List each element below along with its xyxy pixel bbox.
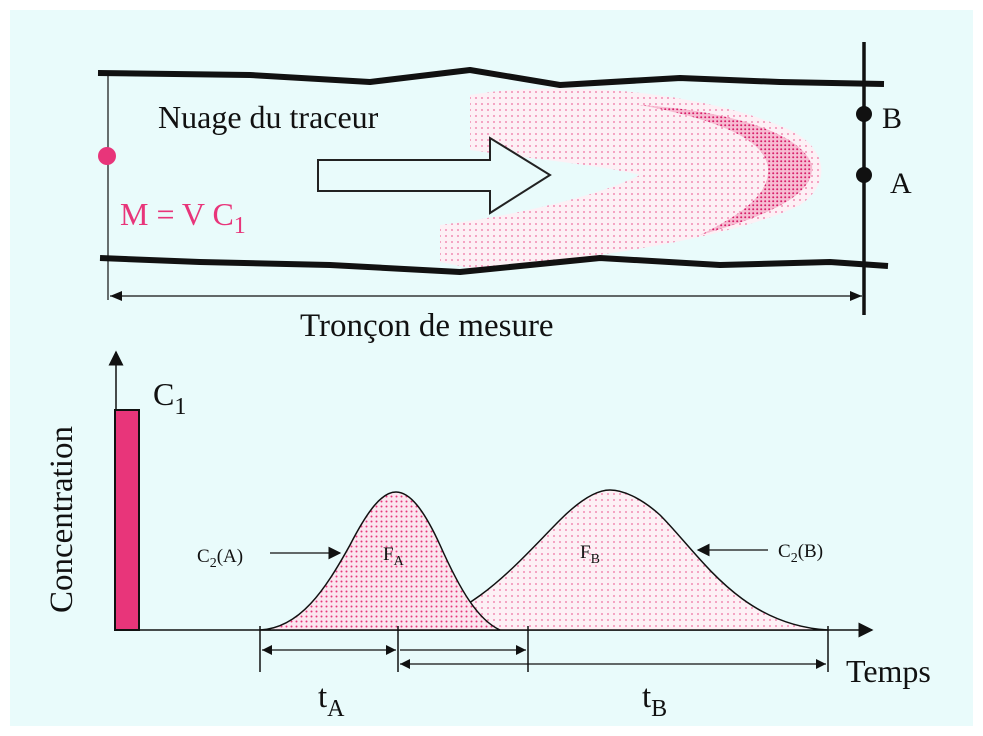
time-a-label: tA [318,679,345,722]
injection-label: C1 [153,376,186,420]
point-b-label: B [882,102,902,135]
flow-arrow [317,136,552,215]
injection-bar [114,409,140,631]
tracer-cloud-front [640,105,813,235]
upper-bank [97,67,885,88]
injection-point [98,147,116,165]
area-a-label: FA [383,544,405,569]
cloud-label: Nuage du traceur [158,99,379,135]
time-a-arrow-left [262,645,272,655]
curve-b-label: C2(B) [778,541,823,566]
point-b [856,106,872,122]
point-a [856,167,872,183]
curve-a [259,491,501,631]
measurement-reach: Nuage du traceur B A M = V C1 Tronçon de… [97,42,912,344]
area-b-label: FB [580,542,600,567]
time-b-arrow-right [816,659,826,669]
time-gap-arrow-right [516,645,526,655]
section-dimension-arrow-left [110,291,122,301]
time-b-label: tB [642,679,667,722]
time-b-arrow-left [400,659,410,669]
concentration-plot: Concentration Temps C1 C2(A) C2(B) FA FB… [44,350,931,722]
x-axis-label: Temps [846,653,931,689]
curve-a-label: C2(A) [197,546,243,571]
lower-bank [99,255,889,275]
y-axis-label: Concentration [44,426,80,613]
section-dimension-arrow-right [850,291,862,301]
time-a-arrow-right [386,645,396,655]
point-a-label: A [890,167,912,200]
curve-b [397,489,829,631]
mass-formula: M = V C1 [120,196,246,239]
section-label: Tronçon de mesure [300,308,554,344]
